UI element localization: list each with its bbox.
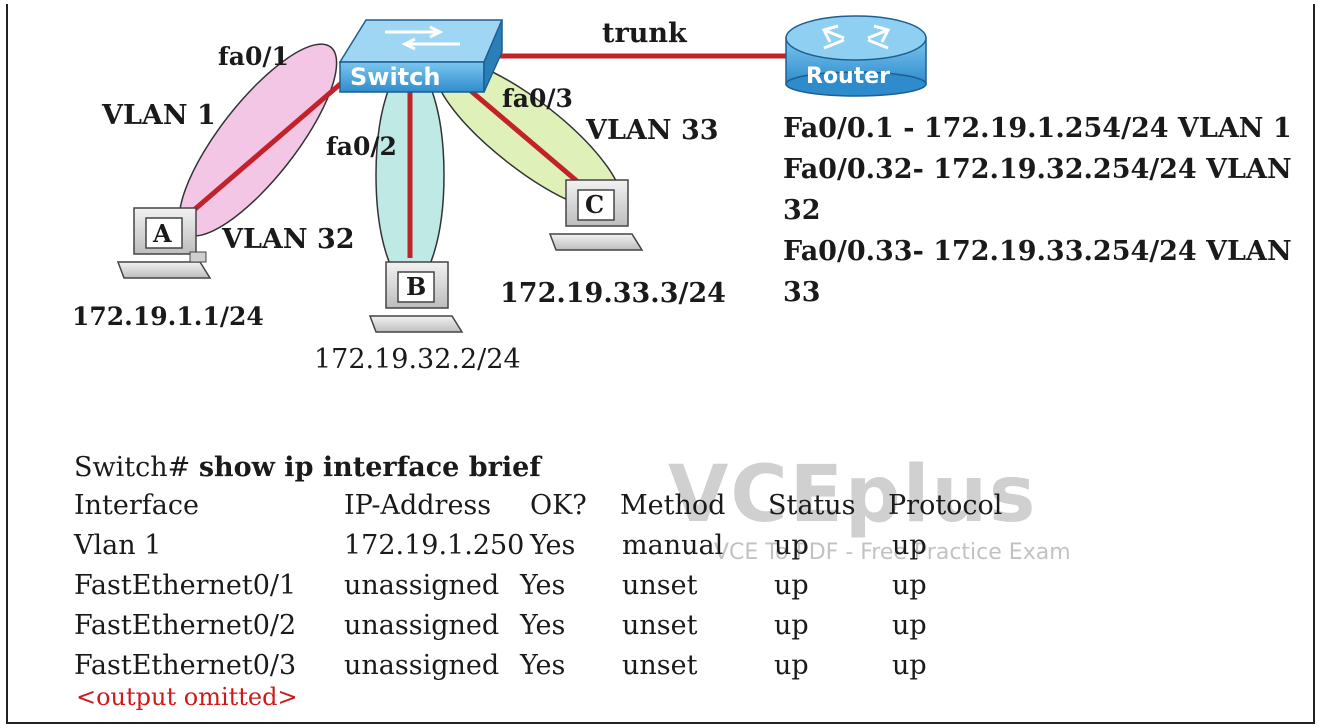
cli-prompt: Switch#	[74, 452, 191, 483]
host-c-name: C	[585, 190, 605, 219]
output-omitted-note: <output omitted>	[76, 683, 298, 711]
cell-method: unset	[622, 570, 698, 601]
router-label: Router	[806, 64, 891, 89]
header-cell: Status	[768, 490, 856, 521]
cell-interface: FastEthernet0/1	[74, 570, 297, 601]
cell-protocol: up	[892, 610, 927, 641]
router-subinterface: Fa0/0.32- 172.19.32.254/24 VLAN 32	[783, 154, 1292, 226]
cell-ok: Yes	[530, 530, 576, 561]
host-c-ip: 172.19.33.3/24	[500, 278, 726, 309]
router-subinterface: Fa0/0.33- 172.19.33.254/24 VLAN 33	[783, 236, 1292, 308]
cell-status: up	[774, 530, 809, 561]
cell-ok: Yes	[520, 650, 566, 681]
host-a-ip: 172.19.1.1/24	[72, 302, 264, 331]
switch-icon	[338, 19, 504, 93]
cli-command-line: Switch# show ip interface brief	[74, 452, 541, 483]
host-b-ip: 172.19.32.2/24	[314, 344, 521, 375]
router-subinterface: Fa0/0.1 - 172.19.1.254/24 VLAN 1	[783, 113, 1292, 144]
watermark-brand: VCEplus	[668, 450, 1038, 540]
watermark-tagline: VCE To PDF - Free Practice Exam	[714, 540, 1071, 565]
header-cell: Method	[620, 490, 726, 521]
cell-protocol: up	[892, 530, 927, 561]
figure-frame	[6, 4, 1315, 724]
cell-status: up	[774, 650, 809, 681]
cell-ip: unassigned	[344, 610, 500, 641]
host-a-name: A	[153, 219, 172, 248]
host-b-icon	[368, 261, 464, 333]
router-icon	[785, 15, 927, 97]
cell-ip: unassigned	[344, 570, 500, 601]
cell-protocol: up	[892, 650, 927, 681]
vlan1-label: VLAN 1	[102, 100, 216, 131]
cell-ip: 172.19.1.250	[344, 530, 525, 561]
port-label-fa0-3: fa0/3	[502, 84, 573, 113]
host-c-icon	[548, 179, 644, 251]
cell-protocol: up	[892, 570, 927, 601]
trunk-label: trunk	[602, 18, 687, 49]
cell-method: unset	[622, 610, 698, 641]
router-subinterfaces: Fa0/0.1 - 172.19.1.254/24 VLAN 1 Fa0/0.3…	[783, 108, 1321, 313]
cell-ok: Yes	[520, 570, 566, 601]
cell-method: manual	[622, 530, 724, 561]
header-cell: Interface	[74, 490, 199, 521]
vlan33-label: VLAN 33	[586, 115, 719, 146]
cli-command: show ip interface brief	[198, 452, 541, 483]
cell-status: up	[774, 570, 809, 601]
cell-interface: FastEthernet0/2	[74, 610, 297, 641]
port-label-fa0-2: fa0/2	[326, 132, 397, 161]
link-switch-c	[463, 84, 580, 184]
cell-method: unset	[622, 650, 698, 681]
cell-interface: Vlan 1	[74, 530, 162, 561]
cell-ip: unassigned	[344, 650, 500, 681]
cell-status: up	[774, 610, 809, 641]
host-b-name: B	[406, 272, 427, 301]
header-cell: OK?	[530, 490, 587, 521]
host-a-icon	[116, 207, 212, 279]
link-switch-a	[178, 78, 347, 224]
cell-interface: FastEthernet0/3	[74, 650, 297, 681]
port-label-fa0-1: fa0/1	[218, 42, 289, 71]
vlan32-label: VLAN 32	[222, 224, 355, 255]
header-cell: IP-Address	[344, 490, 492, 521]
network-diagram	[116, 15, 927, 333]
header-cell: Protocol	[888, 490, 1003, 521]
switch-label: Switch	[350, 63, 441, 91]
cell-ok: Yes	[520, 610, 566, 641]
